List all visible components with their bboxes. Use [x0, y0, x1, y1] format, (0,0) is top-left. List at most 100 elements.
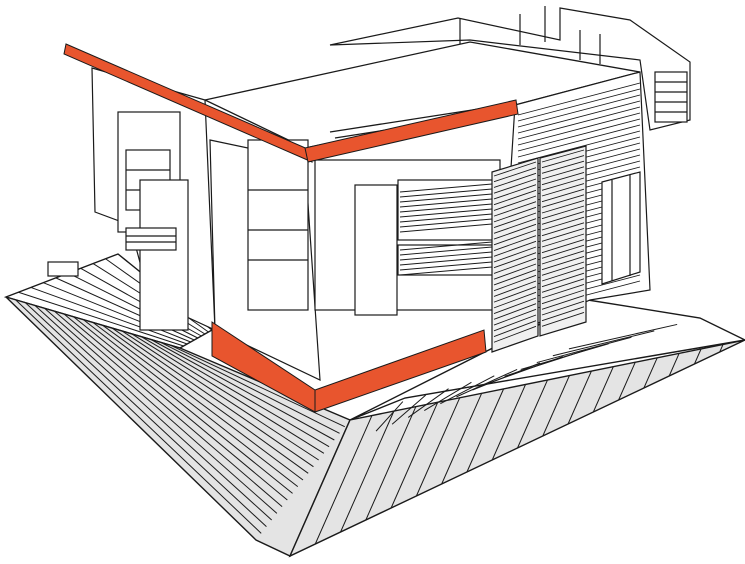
shutter-slat [541, 166, 585, 180]
shutter-slat [541, 199, 585, 214]
shutter-slat [541, 222, 585, 237]
deck-board [552, 330, 655, 357]
deck-slat [150, 339, 335, 441]
deck-slat [567, 370, 592, 425]
deck-slat [491, 384, 527, 461]
shutter-slat [541, 171, 585, 186]
deck-slat [643, 357, 658, 389]
shutter-slat [493, 325, 537, 343]
shutter-slat [493, 229, 537, 246]
shutter-slat [493, 218, 537, 234]
deck-slats-left [15, 299, 345, 534]
siding-board [517, 88, 641, 122]
shutter-slat [493, 235, 537, 251]
deck-slat [693, 348, 702, 365]
deck-slat [92, 322, 304, 481]
deck-board [456, 368, 518, 398]
shutter-slat [541, 255, 585, 271]
shutter-slat [493, 280, 537, 297]
shutter-slat [541, 267, 585, 282]
deck-slat [141, 336, 330, 448]
shutter-slat [541, 188, 585, 203]
shutter-slat [493, 314, 537, 332]
facade-louvres [399, 183, 493, 276]
shutter-slat [493, 303, 537, 320]
louvre-slat [399, 218, 493, 228]
louvre-slat [399, 188, 493, 198]
louvre-slat [399, 223, 493, 233]
shutter-slat [541, 278, 585, 293]
deck-board [18, 291, 184, 347]
shutter-slat [493, 161, 537, 177]
deck-slat [24, 302, 267, 528]
shutter-slat [493, 297, 537, 315]
louvre-slat [399, 251, 493, 261]
shutter-slats [493, 149, 585, 343]
west-facade [47, 67, 216, 331]
shutter-slat [541, 295, 585, 310]
deck-slat [83, 319, 299, 488]
deck-board [391, 394, 427, 425]
shutter-slat [541, 211, 585, 225]
shutter-slat [493, 178, 537, 194]
siding-board [517, 94, 641, 128]
deck-board [440, 375, 495, 405]
shutter-slat [541, 194, 585, 208]
siding-board [517, 82, 641, 116]
deck-slat [54, 310, 283, 508]
deck-slat [44, 307, 278, 514]
shutter-slat [493, 195, 537, 211]
shutter-slat [493, 172, 537, 188]
shutter-slat [493, 291, 537, 309]
deck-board [43, 282, 191, 343]
shutter-slat [541, 261, 585, 276]
main-volume [209, 71, 651, 381]
deck-slat [170, 344, 345, 428]
shutter-slat [493, 189, 537, 206]
deck-slat [365, 406, 417, 521]
deck-board [375, 401, 404, 432]
shutter-slat [541, 149, 585, 163]
shutter-slat [541, 300, 585, 316]
shutter-slat [541, 233, 585, 248]
deck-board [568, 323, 678, 350]
louvre-slat [399, 203, 493, 213]
deck-slat [719, 344, 724, 353]
shutter-slat [493, 269, 537, 286]
siding-board [517, 124, 641, 158]
siding-board [517, 100, 641, 134]
shutter-slat [493, 308, 537, 326]
deck-slat [668, 353, 680, 377]
shutter-slat [493, 286, 537, 303]
shutter-slat [493, 320, 537, 337]
shutter-slat [493, 167, 537, 183]
siding-board [517, 118, 641, 152]
deck-slat [121, 330, 319, 461]
louvre-slat [399, 213, 493, 223]
shutter-slat [493, 263, 537, 280]
shutter-slat [541, 177, 585, 191]
shutter-slat [541, 272, 585, 288]
shutter-slat [493, 240, 537, 257]
deck-slat [441, 393, 483, 485]
shutter-slat [541, 239, 585, 254]
shutter-slat [493, 246, 537, 263]
shutter-slat [541, 227, 585, 242]
deck-slat [63, 313, 288, 501]
shutter-slat [541, 283, 585, 299]
deck-slat [73, 316, 293, 494]
deck-slat [314, 415, 373, 545]
shutter-slat [493, 212, 537, 229]
louvre-slat [399, 266, 493, 276]
deck-slat [542, 375, 570, 437]
shutter-slat [541, 205, 585, 220]
louvre-slat [399, 241, 493, 251]
louvre-slat [399, 208, 493, 218]
louvre-slat [399, 198, 493, 208]
shutter-slat [493, 274, 537, 292]
deck-slat [466, 388, 505, 473]
roof-fascia-highlight [63, 43, 519, 163]
shutter-slat [541, 216, 585, 231]
